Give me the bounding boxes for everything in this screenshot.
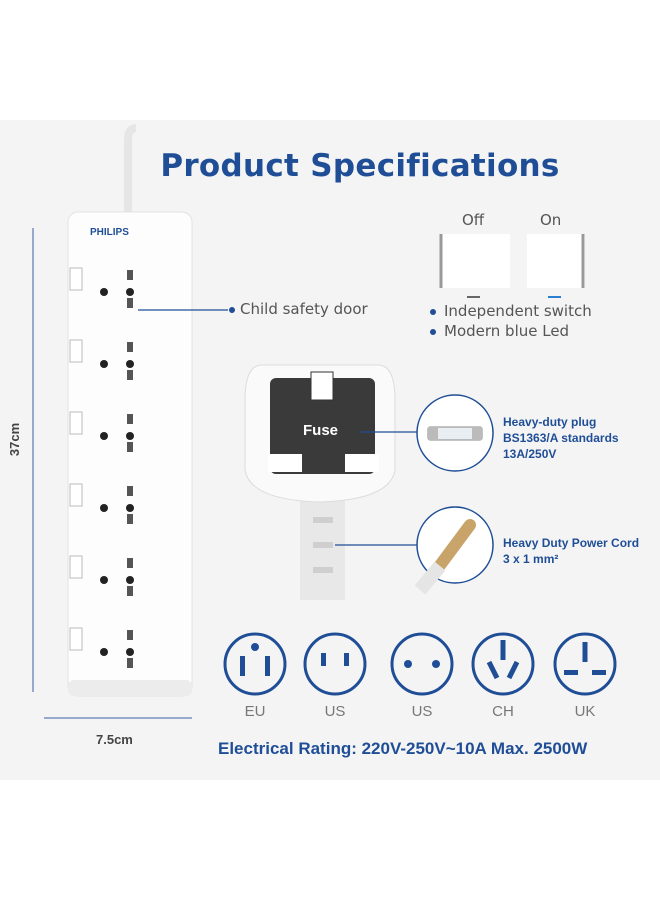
- power-strip-cord: [124, 124, 137, 215]
- socket-label: US: [411, 703, 433, 720]
- copper-wire-icon: [432, 519, 476, 574]
- callout-line-text: Heavy-duty plug: [503, 415, 597, 429]
- ch-socket-icon: [471, 632, 535, 696]
- switch-on-label: On: [540, 211, 562, 229]
- outlet-switch: [69, 411, 83, 435]
- outlet-switch: [69, 339, 83, 363]
- callout-line-text: BS1363/A standards: [503, 431, 619, 445]
- callout-line-text: Heavy Duty Power Cord: [503, 536, 640, 550]
- outlet: [69, 555, 134, 596]
- socket-label: US: [324, 703, 346, 720]
- neutral-pin: [345, 454, 379, 472]
- outlet: [69, 339, 134, 380]
- outlets: [69, 267, 134, 668]
- feature-bullet: Independent switch: [430, 302, 592, 320]
- electrical-rating: Electrical Rating: 220V-250V~10A Max. 25…: [218, 739, 588, 758]
- socket-label: UK: [574, 703, 596, 720]
- outlet: [69, 267, 134, 308]
- socket-label: CH: [492, 703, 514, 720]
- outlet-switch: [69, 627, 83, 651]
- cord-callout: Heavy Duty Power Cord 3 x 1 mm²: [503, 535, 639, 567]
- plug-callout: Heavy-duty plug BS1363/A standards 13A/2…: [503, 414, 619, 462]
- switch-off-label: Off: [462, 211, 485, 229]
- child-safety-label: Child safety door: [240, 300, 368, 318]
- switch-off: [440, 234, 510, 288]
- outlet-switch: [69, 267, 83, 291]
- power-strip-base: [68, 680, 192, 696]
- outlet: [69, 627, 134, 668]
- outlet-switch: [69, 483, 83, 507]
- height-label: 37cm: [7, 422, 23, 457]
- eu-socket-icon: [223, 632, 287, 696]
- width-label: 7.5cm: [96, 732, 133, 747]
- plug-face: [270, 378, 375, 474]
- outlet: [69, 411, 134, 452]
- switch-on: [527, 234, 585, 288]
- fuse-label: Fuse: [303, 422, 339, 439]
- outlet-switch: [69, 555, 83, 579]
- uk-socket-icon: [553, 632, 617, 696]
- page-title: Product Specifications: [160, 148, 560, 184]
- round-pin-socket-icon: [390, 632, 454, 696]
- outlet: [69, 483, 134, 524]
- us-flat-socket-icon: [303, 632, 367, 696]
- callout-line-text: 13A/250V: [503, 447, 557, 461]
- callout-line-text: 3 x 1 mm²: [503, 552, 559, 566]
- power-strip: [67, 211, 193, 697]
- earth-pin: [310, 371, 334, 401]
- live-pin: [268, 454, 302, 472]
- bullet-dot: [229, 307, 235, 313]
- feature-bullet: Modern blue Led: [430, 322, 569, 340]
- brand-logo: PHILIPS: [90, 227, 129, 238]
- plug-cord: [300, 500, 345, 600]
- socket-label: EU: [244, 703, 266, 720]
